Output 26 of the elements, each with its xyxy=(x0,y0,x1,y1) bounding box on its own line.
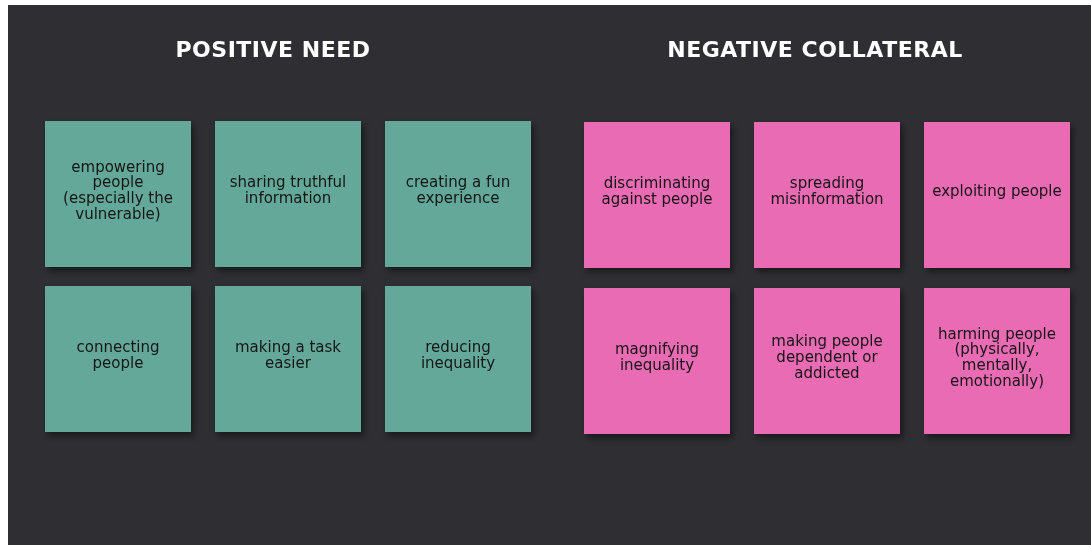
sticky-note xyxy=(754,122,900,268)
sticky-note xyxy=(924,288,1070,434)
note-text: magnifying inequality xyxy=(613,342,701,374)
note-text: making people dependent or addicted xyxy=(770,334,884,382)
note-text: empowering people (especially the vulnerable) xyxy=(62,159,174,223)
note-text: harming people (physically, mentally, emotionally) xyxy=(937,326,1057,390)
sticky-note xyxy=(215,286,361,432)
note-text: creating a fun experience xyxy=(404,175,512,207)
sticky-note xyxy=(584,288,730,434)
note-text: making a task easier xyxy=(234,340,342,372)
note-text: sharing truthful information xyxy=(228,175,348,207)
sticky-note xyxy=(215,121,361,267)
sticky-note xyxy=(754,288,900,434)
note-text: discriminating against people xyxy=(600,176,714,208)
sticky-note xyxy=(924,122,1070,268)
sticky-note xyxy=(45,286,191,432)
note-text: exploiting people xyxy=(932,184,1062,200)
column-heading: NEGATIVE COLLATERAL xyxy=(666,37,964,62)
column-heading: POSITIVE NEED xyxy=(174,37,372,62)
sticky-note xyxy=(385,121,531,267)
sticky-note xyxy=(584,122,730,268)
note-text: spreading misinformation xyxy=(769,176,885,208)
note-text: connecting people xyxy=(75,340,161,372)
note-text: reducing inequality xyxy=(419,340,497,372)
sticky-note xyxy=(385,286,531,432)
sticky-note xyxy=(45,121,191,267)
